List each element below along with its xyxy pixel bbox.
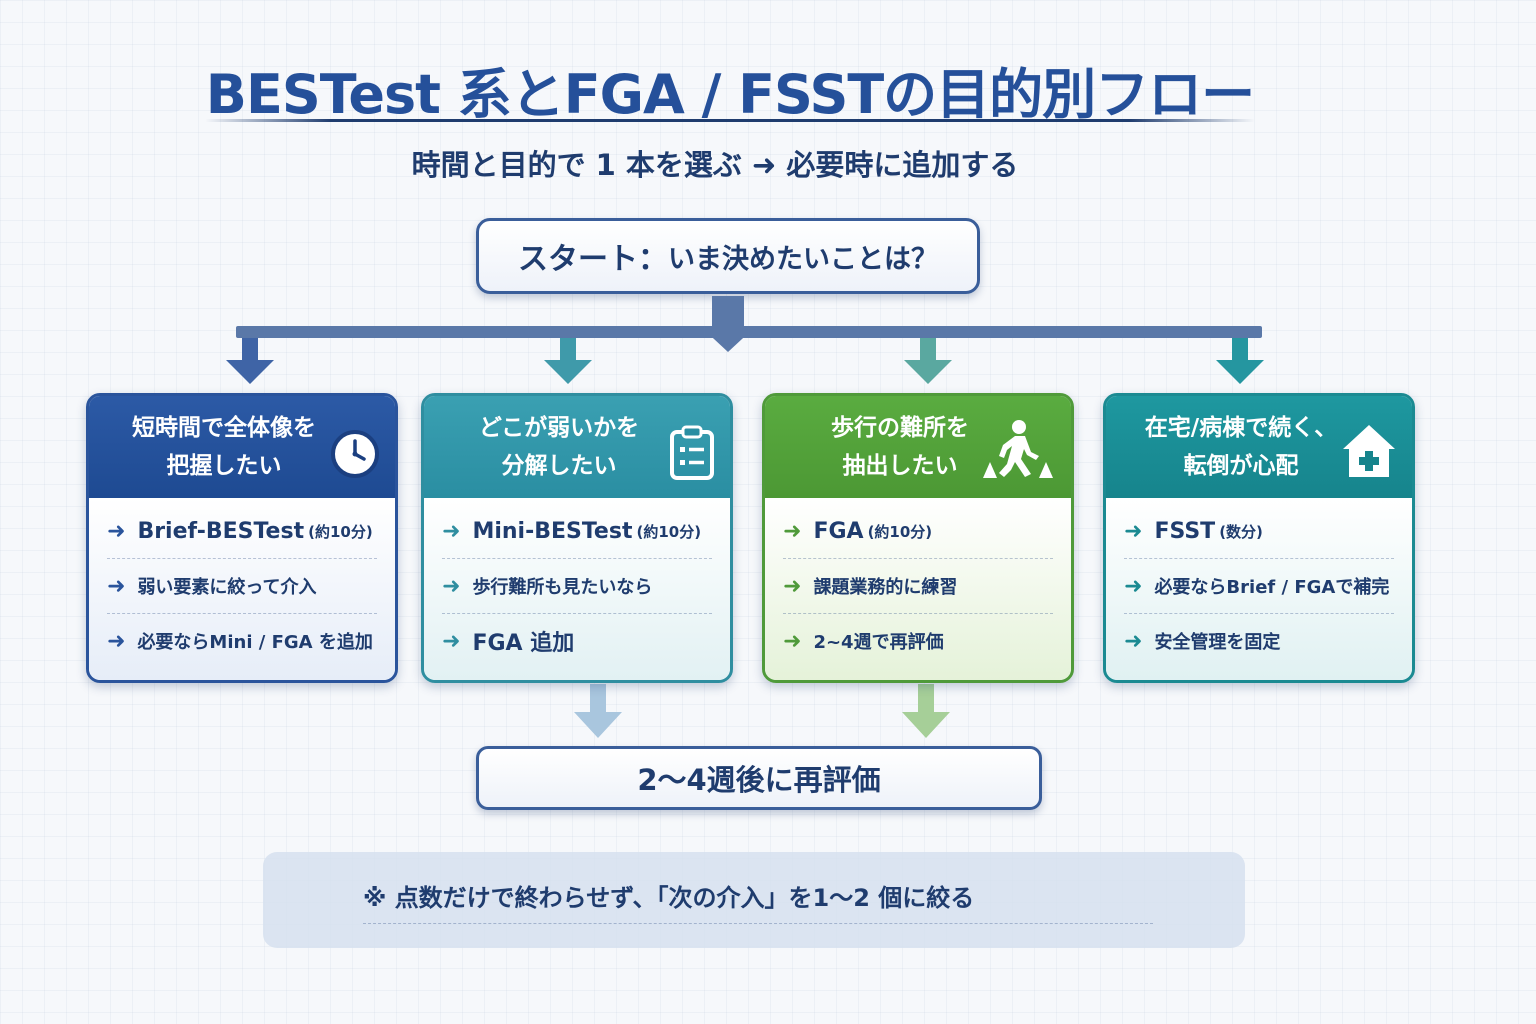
item-note: (約10分) — [308, 522, 373, 541]
branch-bar — [236, 326, 1262, 338]
card-overview-header: 短時間で全体像を 把握したい — [89, 396, 395, 498]
start-label: スタート： — [518, 242, 668, 277]
item-text: 必要ならMini / FGA を追加 — [137, 632, 373, 653]
page-subtitle: 時間と目的で 1 本を選ぶ ➜ 必要時に追加する — [411, 148, 1019, 182]
card-heading-line-1: 在宅/病棟で続く、 — [1144, 415, 1338, 441]
card-heading-line-2: 転倒が心配 — [1183, 453, 1299, 479]
branch-arrow-3 — [904, 338, 952, 384]
list-item: ➜ 2~4週で再評価 — [783, 614, 1053, 668]
reevaluation-node: 2～4週後に再評価 — [476, 746, 1042, 810]
title-underline — [205, 119, 1255, 122]
item-text: 安全管理を固定 — [1154, 632, 1281, 653]
clipboard-icon — [668, 424, 716, 492]
item-text: 課題業務的に練習 — [813, 577, 958, 598]
arrow-right-icon: ➜ — [107, 573, 126, 599]
start-down-arrow — [700, 296, 756, 352]
card-gait: 歩行の難所を 抽出したい ➜ FGA (約10分) ➜ 課題業務的に練習 ➜ 2… — [762, 393, 1074, 683]
item-text: Brief-BESTest — [137, 518, 305, 544]
arrow-right-icon: ➜ — [442, 518, 461, 544]
card-breakdown-header: どこが弱いかを 分解したい — [424, 396, 730, 498]
card-heading-line-1: どこが弱いかを — [478, 415, 640, 441]
arrow-right-icon: ➜ — [442, 573, 461, 599]
item-note: (約10分) — [867, 522, 933, 541]
start-question: いま決めたいことは？ — [668, 243, 938, 275]
item-text: 弱い要素に絞って介入 — [137, 577, 317, 598]
list-item: ➜ 安全管理を固定 — [1124, 614, 1394, 668]
page-title: BESTest 系とFGA / FSSTの目的別フロー — [205, 63, 1255, 126]
arrow-right-icon: ➜ — [107, 628, 126, 654]
branch-arrow-1 — [226, 338, 274, 384]
list-item: ➜ 課題業務的に練習 — [783, 559, 1053, 614]
card-overview: 短時間で全体像を 把握したい ➜ Brief-BESTest (約10分) ➜ … — [86, 393, 398, 683]
list-item: ➜ 必要ならMini / FGA を追加 — [107, 614, 377, 668]
arrow-right-icon: ➜ — [783, 518, 802, 544]
list-item: ➜ FGA (約10分) — [783, 504, 1053, 559]
card-heading-line-2: 抽出したい — [842, 453, 958, 479]
clock-icon — [329, 428, 381, 492]
list-item: ➜ Brief-BESTest (約10分) — [107, 504, 377, 559]
card-heading-line-1: 短時間で全体像を — [132, 415, 316, 441]
card-breakdown-body: ➜ Mini-BESTest (約10分) ➜ 歩行難所も見たいなら ➜ FGA… — [424, 498, 730, 680]
item-note: (約10分) — [636, 522, 702, 541]
list-item: ➜ FSST (数分) — [1124, 504, 1394, 559]
list-item: ➜ FGA 追加 — [442, 614, 712, 668]
item-note: (数分) — [1219, 522, 1263, 541]
branch-arrow-2 — [544, 338, 592, 384]
item-text: Mini-BESTest — [472, 518, 633, 544]
list-item: ➜ Mini-BESTest (約10分) — [442, 504, 712, 559]
arrow-right-icon: ➜ — [1124, 628, 1143, 654]
item-text: FGA 追加 — [472, 631, 575, 656]
card-overview-body: ➜ Brief-BESTest (約10分) ➜ 弱い要素に絞って介入 ➜ 必要… — [89, 498, 395, 680]
item-text: 2~4週で再評価 — [813, 632, 944, 653]
card-fall-risk-header: 在宅/病棟で続く、 転倒が心配 — [1106, 396, 1412, 498]
arrow-right-icon: ➜ — [783, 628, 802, 654]
footnote-text: ※ 点数だけで終わらせず、「次の介入」を1～2 個に絞る — [363, 878, 1153, 924]
card-fall-risk: 在宅/病棟で続く、 転倒が心配 ➜ FSST (数分) ➜ 必要ならBrief … — [1103, 393, 1415, 683]
merge-arrow-3 — [902, 684, 950, 738]
item-text: 歩行難所も見たいなら — [472, 577, 653, 598]
arrow-right-icon: ➜ — [1124, 518, 1143, 544]
walking-person-icon — [977, 418, 1057, 492]
card-heading-line-2: 把握したい — [166, 453, 282, 479]
arrow-right-icon: ➜ — [442, 628, 461, 654]
card-breakdown: どこが弱いかを 分解したい ➜ Mini-BESTest (約10分) ➜ 歩行… — [421, 393, 733, 683]
card-gait-header: 歩行の難所を 抽出したい — [765, 396, 1071, 498]
arrow-right-icon: ➜ — [783, 573, 802, 599]
arrow-right-icon: ➜ — [107, 518, 126, 544]
card-fall-risk-body: ➜ FSST (数分) ➜ 必要ならBrief / FGAで補完 ➜ 安全管理を… — [1106, 498, 1412, 680]
card-gait-body: ➜ FGA (約10分) ➜ 課題業務的に練習 ➜ 2~4週で再評価 — [765, 498, 1071, 680]
footnote-box: ※ 点数だけで終わらせず、「次の介入」を1～2 個に絞る — [263, 852, 1245, 948]
list-item: ➜ 必要ならBrief / FGAで補完 — [1124, 559, 1394, 614]
merge-arrow-2 — [574, 684, 622, 738]
card-heading-line-1: 歩行の難所を — [831, 415, 969, 441]
branch-arrow-4 — [1216, 338, 1264, 384]
item-text: FSST — [1154, 518, 1216, 544]
item-text: 必要ならBrief / FGAで補完 — [1154, 577, 1390, 598]
start-node: スタート： いま決めたいことは？ — [476, 218, 980, 294]
item-text: FGA — [813, 518, 864, 544]
list-item: ➜ 歩行難所も見たいなら — [442, 559, 712, 614]
card-heading-line-2: 分解したい — [501, 453, 617, 479]
arrow-right-icon: ➜ — [1124, 573, 1143, 599]
list-item: ➜ 弱い要素に絞って介入 — [107, 559, 377, 614]
home-medical-icon — [1340, 422, 1398, 492]
